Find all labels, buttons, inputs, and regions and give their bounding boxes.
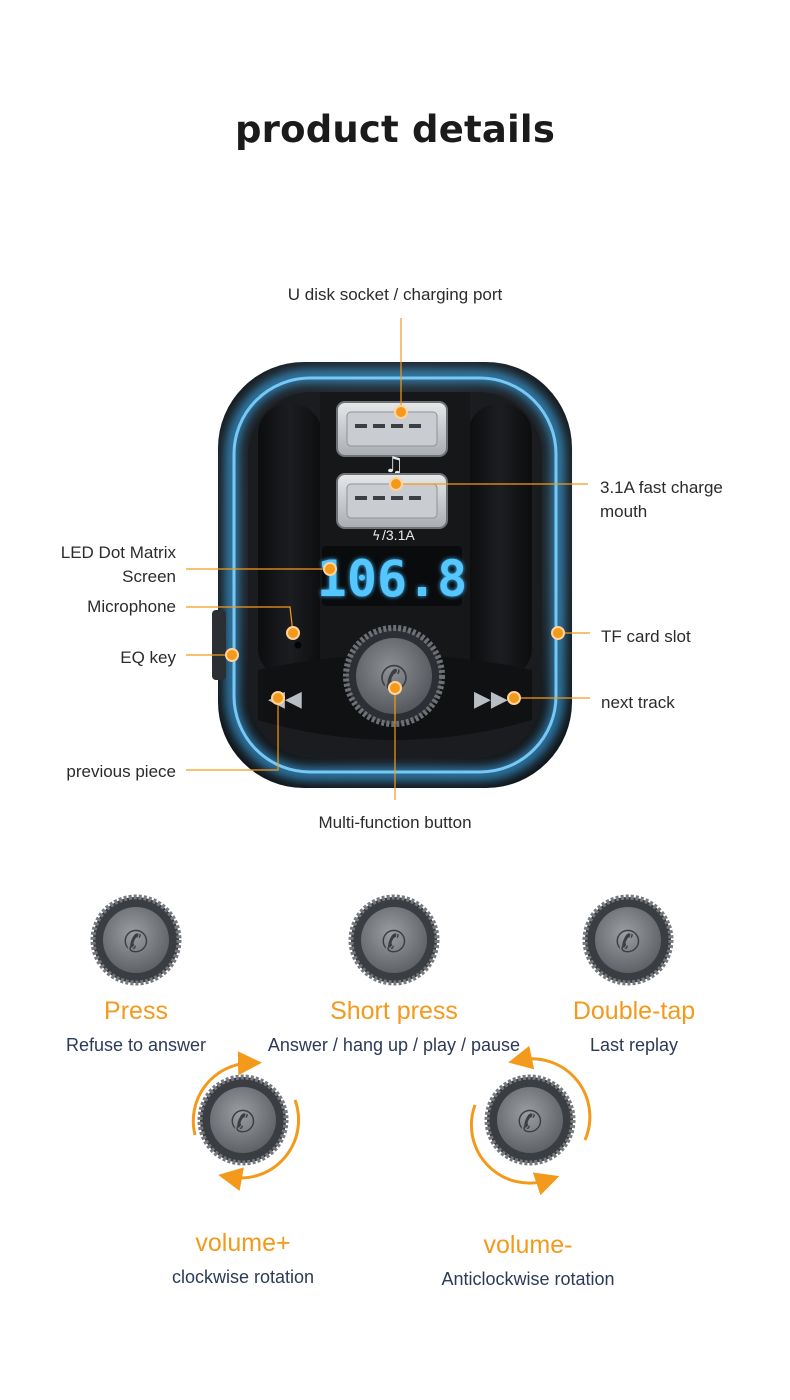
usb-port-top [336, 401, 448, 457]
anticlockwise-arrow-icon [508, 1045, 592, 1141]
charge-badge: /3.1A [382, 527, 415, 543]
phone-icon: ✆ [230, 1105, 255, 1140]
phone-icon: ✆ [123, 925, 148, 960]
function-desc-short-press: Answer / hang up / play / pause [267, 1035, 521, 1055]
label-previous-piece: previous piece [66, 762, 176, 781]
knob-volume-down: ✆ [469, 1045, 592, 1196]
function-desc-volume-down: Anticlockwise rotation [441, 1269, 615, 1289]
clockwise-arrow-icon [191, 1051, 262, 1136]
led-display-text: 106.8 [317, 550, 468, 608]
multi-function-knob: ✆ [343, 625, 445, 727]
knob-short-press: ✆ [348, 894, 440, 986]
label-tf-slot: TF card slot [601, 627, 691, 646]
page-title: product details [234, 108, 556, 151]
phone-icon: ✆ [381, 925, 406, 960]
led-screen [322, 546, 462, 606]
music-note-icon: ♫ [384, 453, 404, 478]
knob-volume-up: ✆ [191, 1051, 301, 1191]
microphone-hole [294, 641, 302, 649]
knob-functions-illustration: ✆ ✆ ✆ ✆ ✆ [90, 894, 674, 1196]
label-usb-port: U disk socket / charging port [287, 285, 503, 304]
knob-press: ✆ [90, 894, 182, 986]
label-fast-charge: 3.1A fast charge mouth [600, 478, 723, 521]
function-desc-double-tap: Last replay [589, 1035, 679, 1055]
label-eq-key: EQ key [120, 648, 176, 667]
function-title-volume-up: volume+ [195, 1229, 291, 1257]
svg-text:106.8: 106.8 [317, 550, 468, 608]
usb-port-bottom [336, 473, 448, 529]
next-track-icon: ▶▶ [474, 687, 508, 712]
car-charger-illustration: ♫ ϟ /3.1A 106.8 106.8 ◀◀ ▶▶ ✆ [186, 318, 590, 800]
label-led-screen: LED Dot Matrix Screen [60, 543, 176, 586]
function-title-press: Press [104, 997, 168, 1025]
function-title-double-tap: Double-tap [572, 997, 696, 1025]
label-multi-function-button: Multi-function button [318, 813, 472, 832]
function-desc-press: Refuse to answer [65, 1035, 207, 1055]
label-microphone: Microphone [87, 597, 176, 616]
function-title-short-press: Short press [330, 997, 458, 1025]
label-next-track: next track [601, 693, 675, 712]
lightning-icon: ϟ [372, 529, 381, 544]
knob-double-tap: ✆ [582, 894, 674, 986]
phone-icon: ✆ [615, 925, 640, 960]
function-title-volume-down: volume- [483, 1231, 573, 1259]
function-desc-volume-up: clockwise rotation [171, 1267, 315, 1287]
phone-icon: ✆ [517, 1105, 542, 1140]
